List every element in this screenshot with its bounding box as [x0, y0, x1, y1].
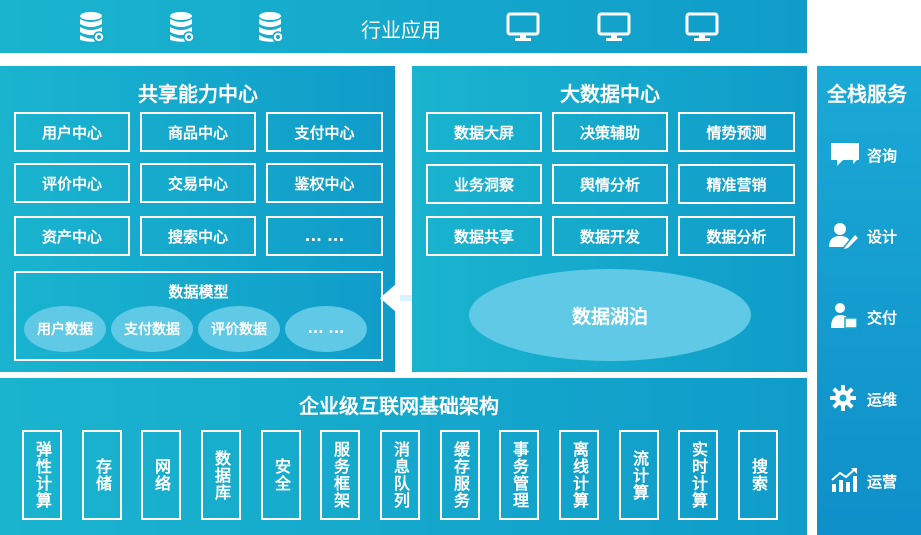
big-data-item: 数据共享: [426, 216, 542, 256]
big-data-item: 舆情分析: [552, 164, 668, 204]
big-data-title: 大数据中心: [560, 82, 660, 106]
infrastructure-title: 企业级互联网基础架构: [299, 394, 499, 418]
big-data-item: 决策辅助: [552, 112, 668, 152]
data-model-item: 支付数据: [111, 306, 193, 352]
service-label: 设计: [867, 228, 898, 246]
infra-item: 离线计算: [559, 430, 599, 520]
infra-item: 缓存服务: [440, 430, 480, 520]
industry-apps-title: 行业应用: [361, 18, 441, 42]
monitor-icon: [685, 12, 719, 41]
service-label: 运维: [867, 391, 898, 409]
infra-item: 弹性计算: [22, 430, 62, 520]
chat-icon: [831, 143, 859, 166]
service-delivery: 交付: [817, 302, 921, 332]
capability-item: 交易中心: [140, 163, 256, 203]
shared-capability-title: 共享能力中心: [138, 82, 258, 106]
infra-item: 服务框架: [320, 430, 360, 520]
capability-item: 用户中心: [14, 112, 130, 152]
monitor-icon: [506, 12, 540, 41]
shared-capability-panel: 共享能力中心 用户中心 商品中心 支付中心 评价中心 交易中心 鉴权中心 资产中…: [0, 66, 395, 372]
database-icon: [259, 12, 284, 43]
big-data-item: 业务洞察: [426, 164, 542, 204]
infra-item: 存储: [82, 430, 122, 520]
capability-item: ... ...: [266, 216, 383, 256]
infra-item: 实时计算: [678, 430, 718, 520]
service-label: 交付: [867, 309, 898, 327]
infra-item: 事务管理: [499, 430, 539, 520]
infra-item: 网络: [141, 430, 181, 520]
data-model-box: 数据模型 用户数据 支付数据 评价数据 ... ...: [14, 271, 383, 361]
big-data-item: 数据分析: [678, 216, 795, 256]
capability-item: 搜索中心: [140, 216, 256, 256]
data-lake: 数据湖泊: [469, 269, 751, 361]
capability-item: 商品中心: [140, 112, 256, 152]
service-operations: 运营: [817, 466, 921, 496]
service-consult: 咨询: [817, 140, 921, 170]
monitor-icon: [597, 12, 631, 41]
infrastructure-panel: 企业级互联网基础架构 弹性计算 存储 网络 数据库 安全 服务框架 消息队列 缓…: [0, 378, 807, 535]
gear-icon: [830, 385, 856, 411]
full-stack-title: 全栈服务: [827, 82, 907, 106]
database-icon: [170, 12, 195, 43]
service-label: 咨询: [867, 147, 898, 165]
capability-item: 资产中心: [14, 216, 130, 256]
designer-icon: [829, 223, 858, 249]
delivery-icon: [831, 303, 858, 329]
database-icon: [80, 12, 105, 43]
service-label: 运营: [867, 473, 898, 491]
industry-apps-bar: 行业应用: [0, 0, 807, 53]
big-data-item: 数据开发: [552, 216, 668, 256]
infra-item: 流计算: [619, 430, 659, 520]
capability-item: 评价中心: [14, 163, 130, 203]
capability-item: 支付中心: [266, 112, 383, 152]
capability-item: 鉴权中心: [266, 163, 383, 203]
chart-up-icon: [831, 468, 857, 492]
big-data-item: 精准营销: [678, 164, 795, 204]
full-stack-panel: 全栈服务 咨询 设计 交付 运维: [817, 66, 921, 535]
big-data-item: 数据大屏: [426, 112, 542, 152]
service-design: 设计: [817, 221, 921, 251]
data-model-title: 数据模型: [168, 283, 229, 301]
service-ops: 运维: [817, 384, 921, 414]
data-model-item: ... ...: [285, 306, 367, 352]
big-data-item: 情势预测: [678, 112, 795, 152]
infra-item: 消息队列: [380, 430, 420, 520]
big-data-panel: 大数据中心 数据大屏 决策辅助 情势预测 业务洞察 舆情分析 精准营销 数据共享…: [412, 66, 807, 372]
data-model-item: 用户数据: [24, 306, 106, 352]
infra-item: 数据库: [201, 430, 241, 520]
infra-item: 安全: [261, 430, 301, 520]
data-model-item: 评价数据: [198, 306, 280, 352]
infra-item: 搜索: [738, 430, 778, 520]
